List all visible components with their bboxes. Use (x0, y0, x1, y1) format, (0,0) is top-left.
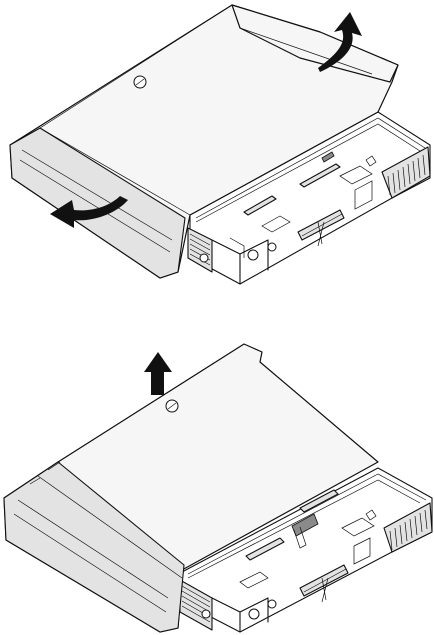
panel-top-cover-tilt (10, 5, 430, 284)
front-vent-block-bottom (180, 580, 212, 630)
screw-icon (134, 76, 146, 88)
screw-icon-bottom (166, 400, 178, 412)
front-vent-block (188, 228, 212, 272)
panel-bottom-cover-lift (4, 344, 432, 632)
straight-up-arrow-icon (144, 352, 172, 395)
rear-vent-block-right (382, 147, 430, 198)
rear-vent-block-right-bottom (384, 503, 432, 552)
